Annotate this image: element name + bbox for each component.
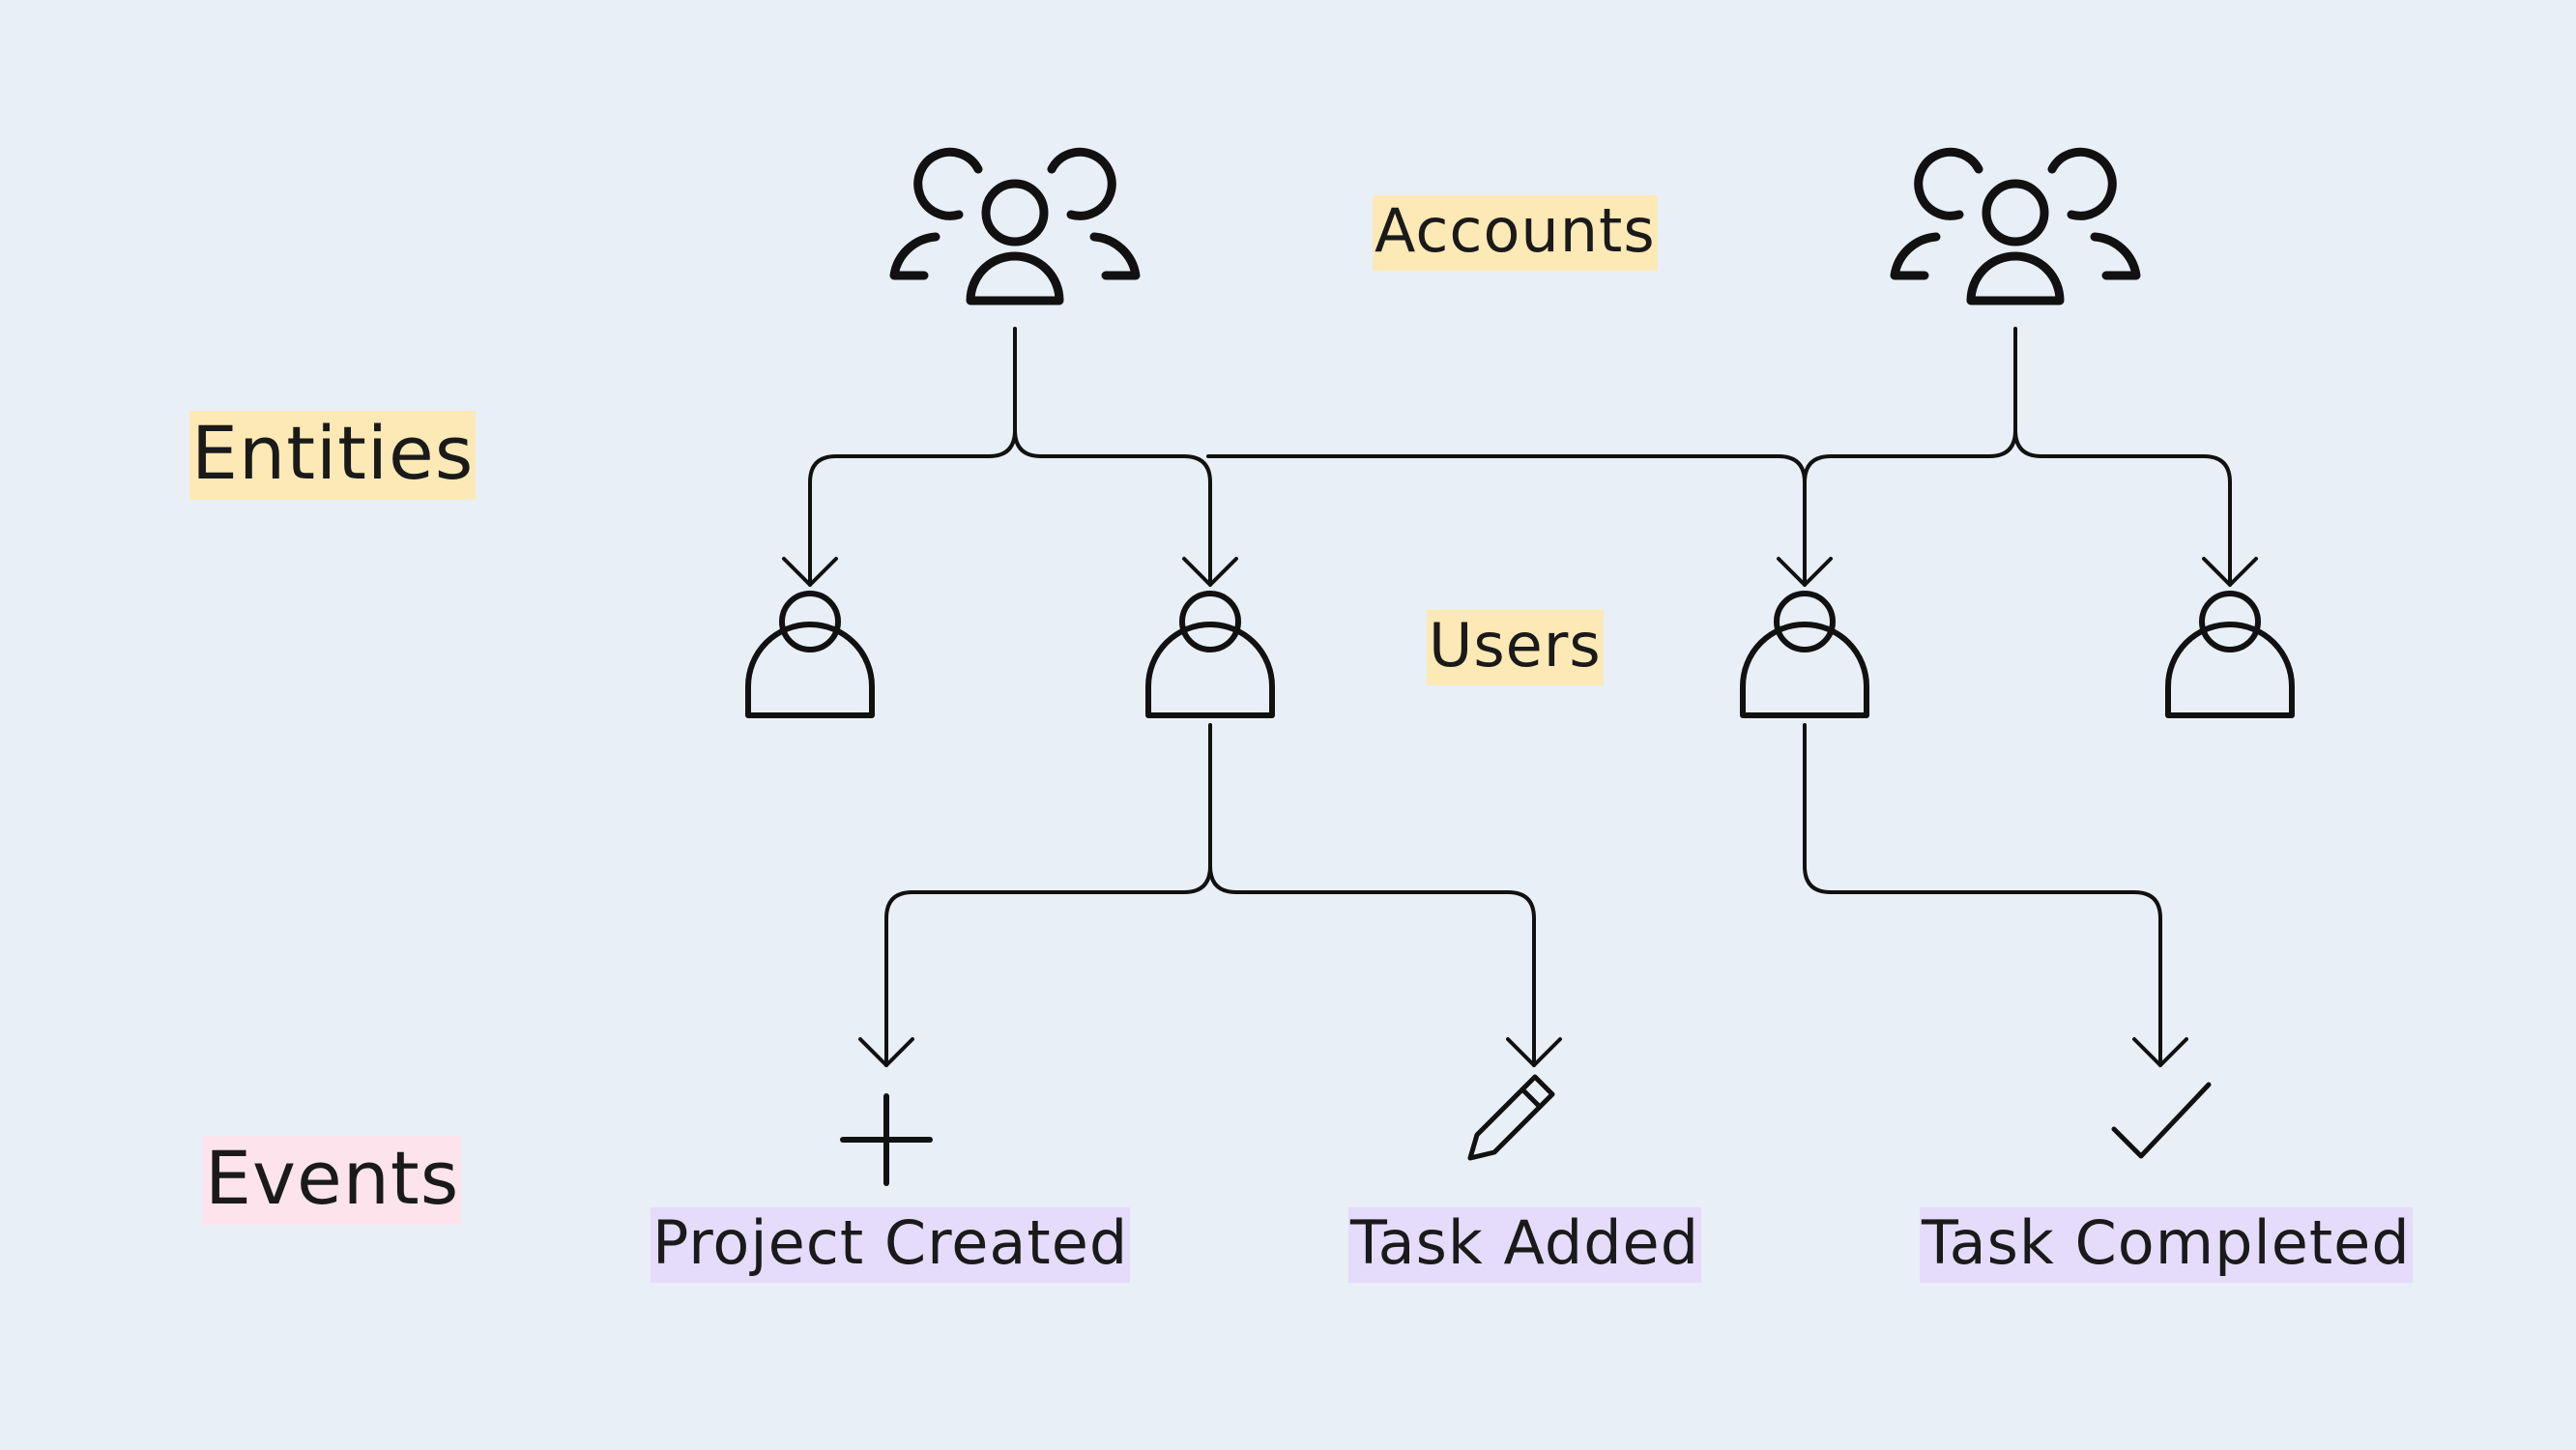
user-event-connectors <box>858 723 2188 1067</box>
section-label-events: Events <box>203 1136 462 1225</box>
user-icon <box>2165 591 2295 718</box>
pencil-icon <box>1467 1074 1555 1161</box>
event-label-task-completed: Task Completed <box>1920 1207 2413 1283</box>
group-label-accounts: Accounts <box>1373 195 1658 271</box>
account-group-icon <box>1890 147 2141 305</box>
account-group-icon <box>889 147 1141 305</box>
group-label-users: Users <box>1427 610 1604 685</box>
plus-icon <box>840 1093 933 1186</box>
user-icon <box>1740 591 1869 718</box>
checkmark-icon <box>2111 1082 2212 1159</box>
account-user-connectors <box>782 327 2258 587</box>
event-label-project-created: Project Created <box>651 1207 1131 1283</box>
section-label-entities: Entities <box>189 411 477 500</box>
user-icon <box>745 591 875 718</box>
user-icon <box>1145 591 1275 718</box>
event-label-task-added: Task Added <box>1348 1207 1702 1283</box>
